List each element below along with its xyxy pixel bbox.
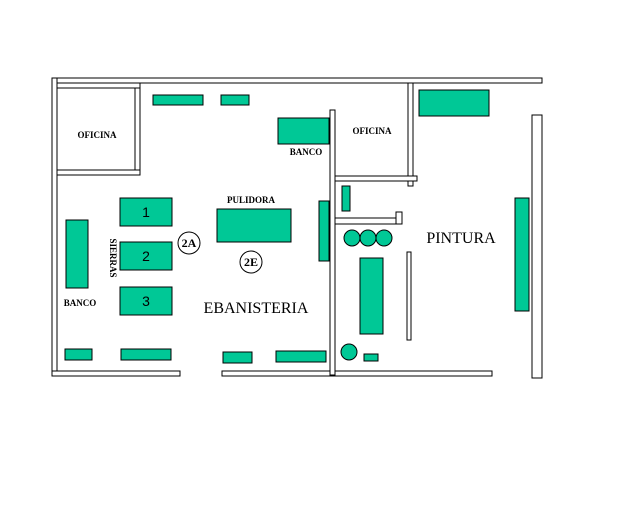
pintura-top-table [418, 89, 490, 117]
wall-left [51, 77, 58, 377]
paint-tank-3 [375, 229, 393, 247]
bench-bottom-2 [120, 348, 172, 361]
label-oficina-right: OFICINA [352, 126, 392, 136]
banco-top-table [277, 117, 330, 145]
wall-office-left-v [134, 82, 141, 174]
sierra-3 [119, 286, 173, 316]
machine-2-label: 2 [142, 248, 150, 264]
compressor [340, 343, 358, 361]
bench-bottom-1 [64, 348, 93, 361]
wall-office-right-h [334, 175, 418, 182]
marker-2e-label: 2E [244, 255, 258, 269]
bench-top-2 [220, 94, 250, 106]
wall-right [531, 114, 543, 379]
sierra-1 [119, 197, 173, 227]
marker-2a-label: 2A [182, 236, 197, 250]
machine-3-label: 3 [142, 293, 150, 309]
bench-bottom-4 [275, 350, 327, 363]
equipment [64, 89, 530, 364]
center-rack [318, 200, 330, 262]
small-unit [363, 353, 379, 362]
label-pintura: PINTURA [426, 230, 496, 247]
walls [51, 77, 543, 379]
wall-bottom-right [221, 370, 493, 377]
pintura-right-rack [514, 197, 530, 312]
machine-1-label: 1 [142, 204, 150, 220]
divider-pintura [406, 251, 412, 341]
wall-office-right-v [407, 82, 414, 187]
wall-bottom-left [51, 370, 181, 377]
label-pulidora: PULIDORA [227, 195, 276, 205]
label-ebanisteria: EBANISTERIA [204, 300, 309, 317]
banco-left-table [65, 219, 89, 289]
paint-tank-2 [359, 229, 377, 247]
bench-bottom-3 [222, 351, 253, 364]
wall-office-left-h [56, 169, 141, 176]
label-banco-top: BANCO [290, 147, 323, 157]
label-oficina-left: OFICINA [77, 130, 117, 140]
sierra-2 [119, 241, 173, 271]
marker-2e [239, 250, 263, 274]
wall-center [329, 109, 336, 376]
marker-2a [177, 231, 201, 255]
paint-tank-1 [343, 229, 361, 247]
wall-storage-v [395, 211, 403, 225]
wall-office-left-top [56, 82, 141, 89]
wall-top [51, 77, 543, 84]
paint-booth [359, 257, 384, 335]
pulidora-machine [216, 208, 292, 243]
label-sierras: SIERRAS [108, 238, 118, 277]
bench-top-1 [152, 94, 204, 106]
wall-storage-h [334, 217, 403, 225]
label-banco-left: BANCO [64, 298, 97, 308]
office-right-cabinet [341, 185, 351, 212]
